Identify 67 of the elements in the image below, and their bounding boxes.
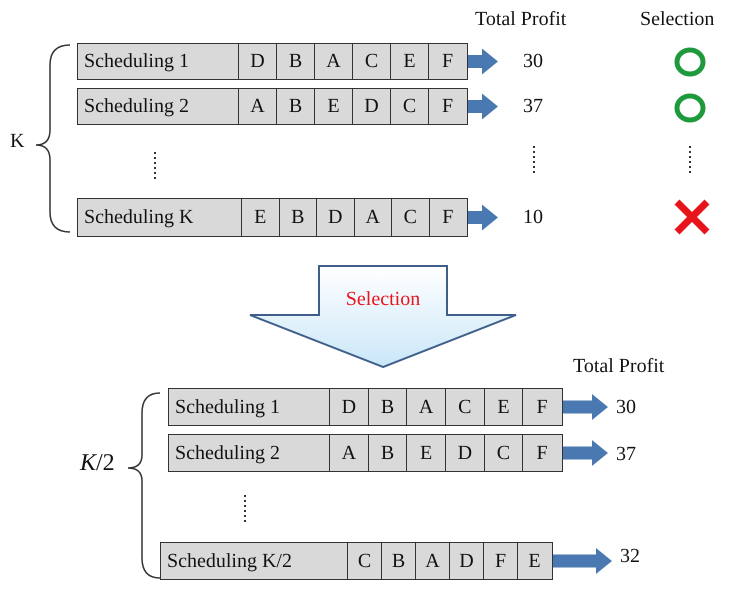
edge-label: Selection bbox=[346, 288, 420, 311]
schedule-row bbox=[77, 198, 468, 237]
task-cell: C bbox=[391, 199, 428, 236]
task-cell: E bbox=[406, 435, 445, 471]
group-size-label: K bbox=[10, 130, 24, 153]
task-cell: A bbox=[329, 435, 368, 471]
task-cell: F bbox=[522, 389, 561, 425]
schedule-name-cell-text: Scheduling 1 bbox=[174, 394, 281, 420]
task-cell: A bbox=[415, 543, 449, 579]
task-cell: A bbox=[314, 44, 352, 79]
task-cell: E bbox=[390, 44, 428, 79]
task-cell: D bbox=[449, 543, 483, 579]
column-header: Total Profit bbox=[475, 8, 566, 31]
task-cell: A bbox=[354, 199, 391, 236]
task-cell: E bbox=[241, 199, 278, 236]
task-cell: A bbox=[238, 89, 276, 124]
profit-value: 30 bbox=[608, 389, 644, 426]
task-cell: D bbox=[238, 44, 276, 79]
task-cell: B bbox=[276, 89, 314, 124]
profit-value: 37 bbox=[498, 88, 568, 125]
profit-value: 30 bbox=[498, 43, 568, 80]
task-cell: B bbox=[368, 435, 406, 471]
task-cell: E bbox=[314, 89, 352, 124]
task-cell: D bbox=[352, 89, 390, 124]
task-cell: B bbox=[381, 543, 415, 579]
block-arrow bbox=[468, 48, 498, 74]
task-cell: C bbox=[352, 44, 390, 79]
profit-value: 10 bbox=[498, 198, 568, 237]
schedule-name-cell-text: Scheduling 1 bbox=[83, 49, 190, 74]
schedule-row bbox=[160, 542, 553, 580]
task-cell: C bbox=[347, 543, 381, 579]
group-size-label: K/2 bbox=[80, 450, 115, 477]
task-cell: D bbox=[444, 435, 484, 471]
task-cell: C bbox=[444, 389, 484, 425]
schedule-name-cell-text: Scheduling K/2 bbox=[166, 548, 293, 574]
task-cell: A bbox=[406, 389, 445, 425]
profit-value: 37 bbox=[608, 436, 644, 473]
schedule-row bbox=[77, 43, 468, 80]
block-arrow bbox=[553, 548, 612, 574]
task-cell: E bbox=[517, 543, 551, 579]
task-cell: B bbox=[276, 44, 314, 79]
block-arrow bbox=[563, 394, 608, 420]
task-cell: B bbox=[278, 199, 316, 236]
task-cell: D bbox=[316, 199, 354, 236]
schedule-name-cell-text: Scheduling 2 bbox=[174, 440, 281, 466]
task-cell: F bbox=[428, 89, 466, 124]
column-header: Total Profit bbox=[573, 355, 664, 378]
task-cell: F bbox=[522, 435, 561, 471]
task-cell: C bbox=[390, 89, 428, 124]
block-arrow bbox=[468, 204, 498, 230]
column-header: Selection bbox=[640, 8, 714, 31]
task-cell: D bbox=[329, 389, 368, 425]
schedule-row bbox=[168, 388, 563, 426]
schedule-row bbox=[77, 88, 468, 125]
schedule-row bbox=[168, 434, 563, 472]
schedule-name-cell-text: Scheduling K bbox=[83, 205, 194, 230]
task-cell: C bbox=[484, 435, 522, 471]
task-cell: F bbox=[483, 543, 517, 579]
task-cell: F bbox=[428, 44, 466, 79]
profit-value: 32 bbox=[612, 538, 648, 575]
block-arrow bbox=[563, 440, 608, 466]
task-cell: E bbox=[484, 389, 522, 425]
task-cell: F bbox=[428, 199, 466, 236]
down-block-arrow bbox=[249, 265, 517, 368]
block-arrow bbox=[468, 94, 498, 120]
task-cell: B bbox=[368, 389, 406, 425]
schedule-name-cell-text: Scheduling 2 bbox=[83, 94, 190, 119]
